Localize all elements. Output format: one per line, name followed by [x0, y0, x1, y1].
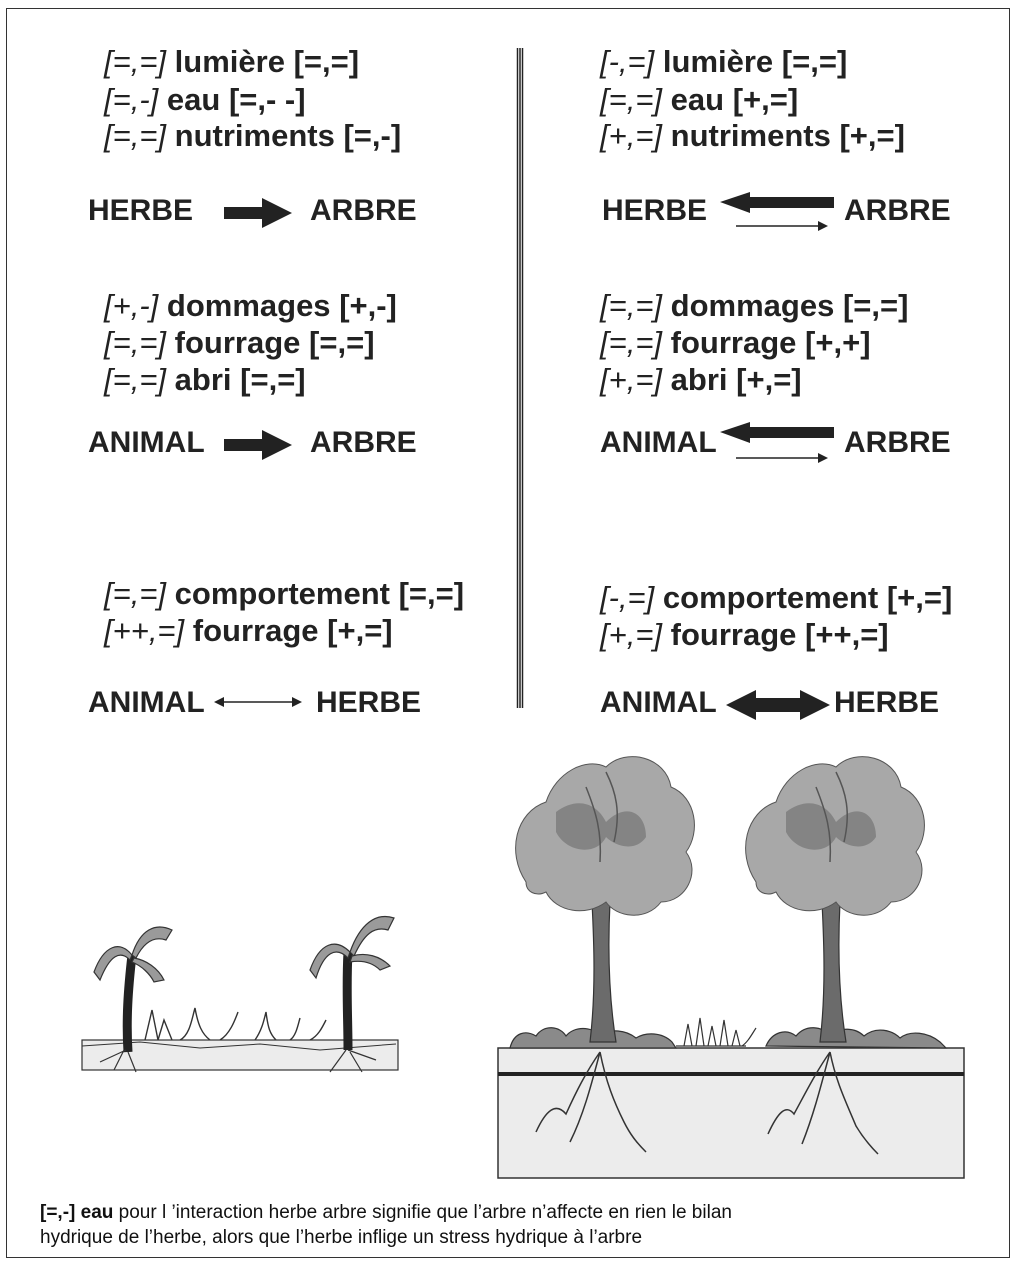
unequal-arrows-icon	[716, 420, 840, 466]
factor-line: [+,=] fourrage [++,=]	[600, 617, 889, 653]
column-divider	[516, 48, 524, 708]
factor-line: [-,=] lumière [=,=]	[600, 44, 847, 80]
relation-from: ANIMAL	[600, 426, 717, 460]
factor-line: [+,=] nutriments [+,=]	[600, 118, 905, 154]
relation-to: ARBRE	[844, 426, 951, 460]
relation-to: ARBRE	[310, 426, 417, 460]
factor-line: [=,=] nutriments [=,-]	[104, 118, 401, 154]
factor-line: [=,=] comportement [=,=]	[104, 576, 464, 612]
factor-line: [=,=] fourrage [=,=]	[104, 325, 375, 361]
relation-to: ARBRE	[844, 194, 951, 228]
bold-double-arrow-icon	[724, 688, 832, 722]
relation-from: HERBE	[88, 194, 193, 228]
relation-to: HERBE	[834, 686, 939, 720]
factor-line: [=,=] eau [+,=]	[600, 82, 798, 118]
right-arrow-icon	[222, 428, 294, 462]
mature-tree-illustration	[496, 742, 966, 1182]
factor-line: [=,=] fourrage [+,+]	[600, 325, 871, 361]
double-arrow-icon	[212, 692, 304, 712]
relation-from: ANIMAL	[88, 426, 205, 460]
factor-line: [-,=] comportement [+,=]	[600, 580, 952, 616]
unequal-arrows-icon	[716, 190, 840, 236]
right-arrow-icon	[222, 196, 294, 230]
relation-to: HERBE	[316, 686, 421, 720]
factor-line: [=,=] lumière [=,=]	[104, 44, 359, 80]
relation-from: ANIMAL	[88, 686, 205, 720]
factor-line: [=,-] eau [=,- -]	[104, 82, 306, 118]
relation-to: ARBRE	[310, 194, 417, 228]
factor-line: [=,=] abri [=,=]	[104, 362, 306, 398]
relation-from: HERBE	[602, 194, 707, 228]
factor-line: [=,=] dommages [=,=]	[600, 288, 908, 324]
relation-from: ANIMAL	[600, 686, 717, 720]
factor-line: [++,=] fourrage [+,=]	[104, 613, 393, 649]
grass-sapling-illustration	[80, 900, 410, 1085]
factor-line: [+,-] dommages [+,-]	[104, 288, 397, 324]
caption: [=,-] eau pour l ’interaction herbe arbr…	[40, 1200, 940, 1250]
factor-line: [+,=] abri [+,=]	[600, 362, 802, 398]
